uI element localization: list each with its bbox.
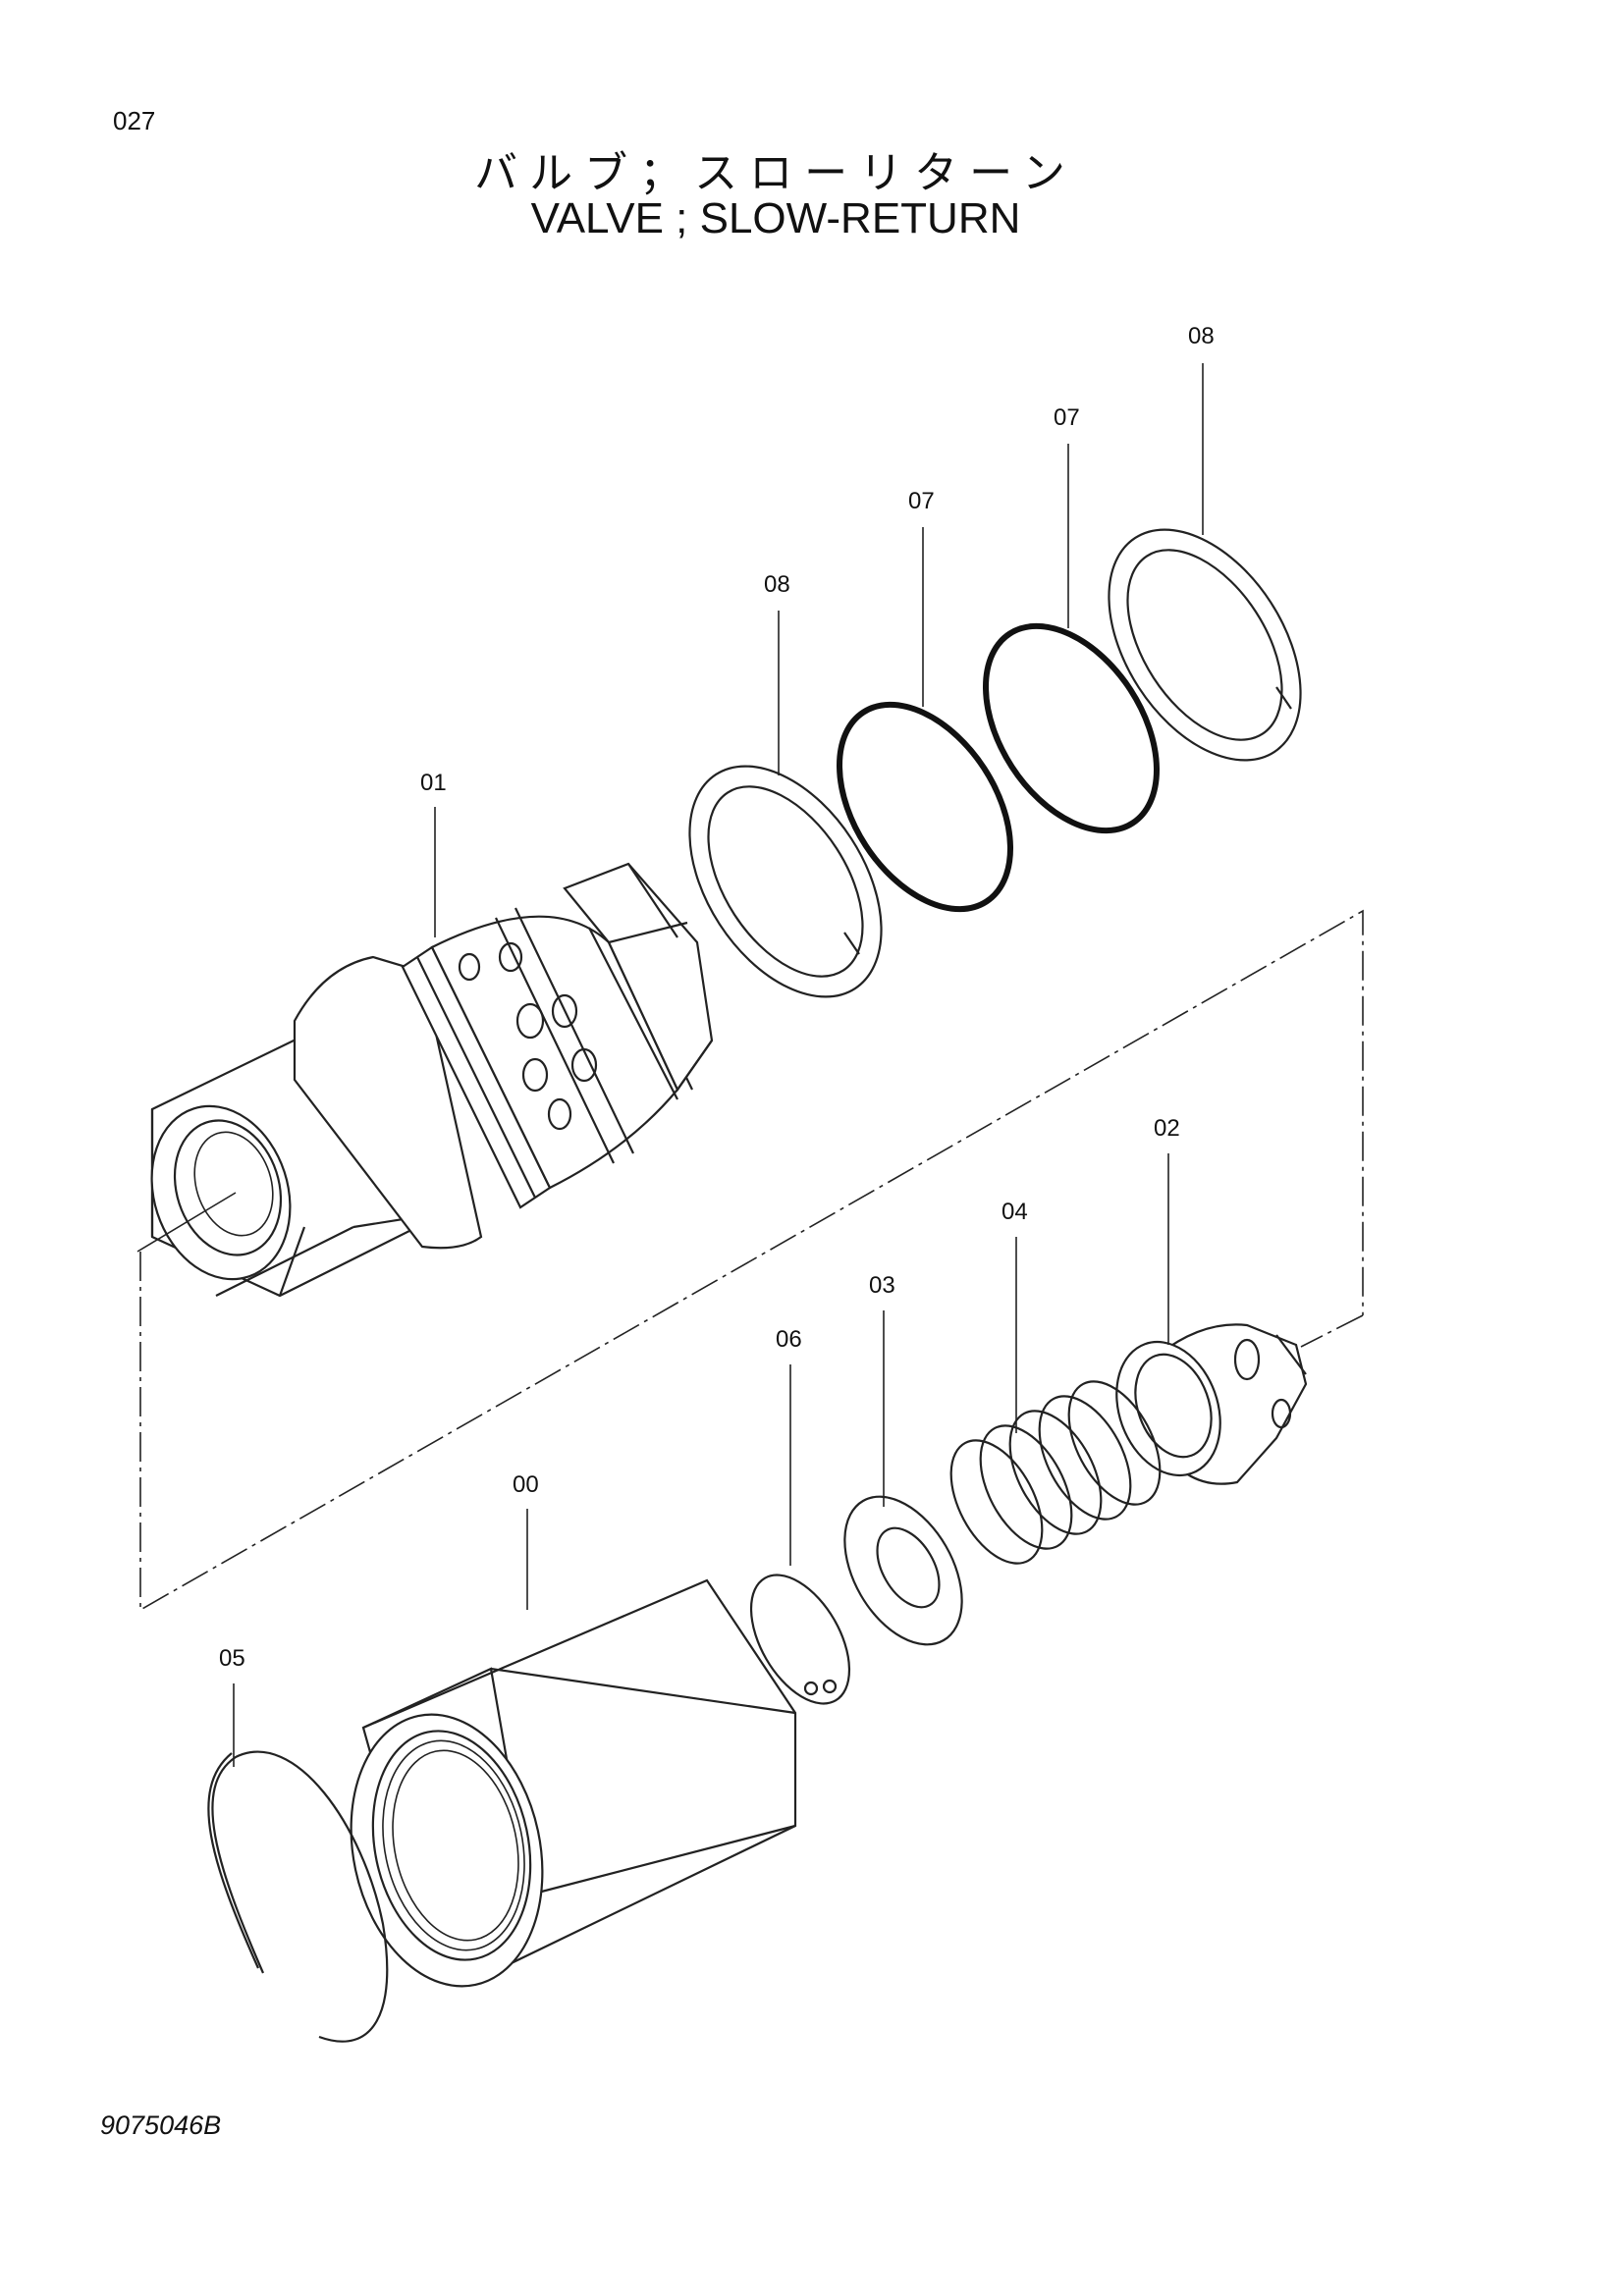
title-english: VALVE ; SLOW-RETURN bbox=[530, 194, 1021, 242]
callout-05: 05 bbox=[219, 1645, 245, 1672]
callout-00: 00 bbox=[513, 1471, 539, 1498]
part-01-valve-body bbox=[136, 862, 714, 1298]
callout-02: 02 bbox=[1154, 1115, 1180, 1142]
part-07-o-ring-right bbox=[982, 622, 1161, 834]
callout-06: 06 bbox=[776, 1326, 802, 1353]
part-03-seat bbox=[843, 1495, 963, 1646]
callout-07-right: 07 bbox=[1054, 404, 1080, 431]
title-japanese: バルブ；スローリターン bbox=[474, 148, 1077, 198]
callout-07-left: 07 bbox=[908, 488, 935, 514]
part-08-backup-ring-left bbox=[688, 765, 883, 998]
part-06-snap-ring bbox=[749, 1574, 851, 1705]
document-code: 9075046B bbox=[100, 2110, 222, 2140]
callout-04: 04 bbox=[1001, 1199, 1028, 1225]
part-05-retaining-ring bbox=[207, 1750, 389, 2043]
part-07-o-ring-left bbox=[836, 701, 1014, 913]
part-04-spring bbox=[949, 1380, 1162, 1565]
callout-01: 01 bbox=[420, 770, 447, 796]
callout-08-right: 08 bbox=[1188, 323, 1215, 349]
callout-labels: 01 08 07 07 08 02 04 03 06 00 05 bbox=[219, 323, 1215, 1672]
part-08-backup-ring-right bbox=[1108, 528, 1302, 762]
callout-03: 03 bbox=[869, 1272, 895, 1299]
callout-08-left: 08 bbox=[764, 571, 790, 598]
part-00-nut-housing bbox=[350, 1578, 797, 1988]
leader-lines bbox=[233, 363, 1204, 1767]
part-02-poppet bbox=[1115, 1323, 1308, 1485]
assembly-bracket-lines bbox=[139, 909, 1364, 1612]
page-number: 027 bbox=[113, 106, 156, 135]
